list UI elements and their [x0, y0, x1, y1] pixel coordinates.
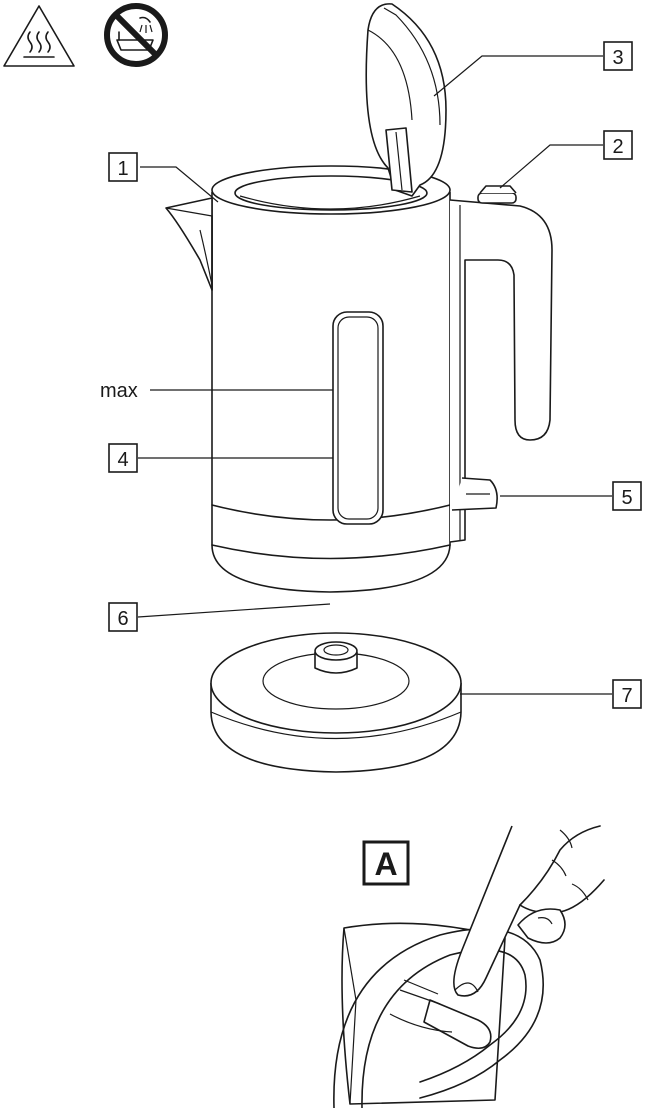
no-immersion-icon	[104, 3, 168, 67]
svg-text:2: 2	[612, 136, 623, 158]
svg-text:5: 5	[621, 487, 632, 509]
kettle-lid	[365, 3, 447, 197]
svg-text:7: 7	[621, 685, 632, 707]
figure-a-illustration	[333, 825, 605, 1108]
svg-text:6: 6	[117, 608, 128, 630]
figure-a-label: A	[362, 840, 410, 886]
power-base	[210, 632, 462, 773]
callout-5: 5	[612, 481, 642, 511]
svg-text:1: 1	[117, 158, 128, 180]
callout-4: 4	[108, 443, 138, 473]
callout-2: 2	[603, 130, 633, 160]
max-label: max	[100, 380, 138, 402]
callout-1: 1	[108, 152, 138, 182]
leader-lines	[137, 55, 612, 695]
water-level-window	[332, 311, 384, 525]
lid-release-button	[477, 185, 517, 204]
callout-6: 6	[108, 602, 138, 632]
hot-surface-warning-icon	[3, 5, 75, 67]
callout-7: 7	[612, 679, 642, 709]
callout-3: 3	[603, 41, 633, 71]
kettle-handle	[449, 199, 553, 543]
svg-text:4: 4	[117, 449, 128, 471]
kettle-spout	[165, 197, 213, 291]
svg-text:A: A	[374, 846, 397, 882]
svg-text:3: 3	[612, 47, 623, 69]
kettle-body	[211, 165, 451, 593]
